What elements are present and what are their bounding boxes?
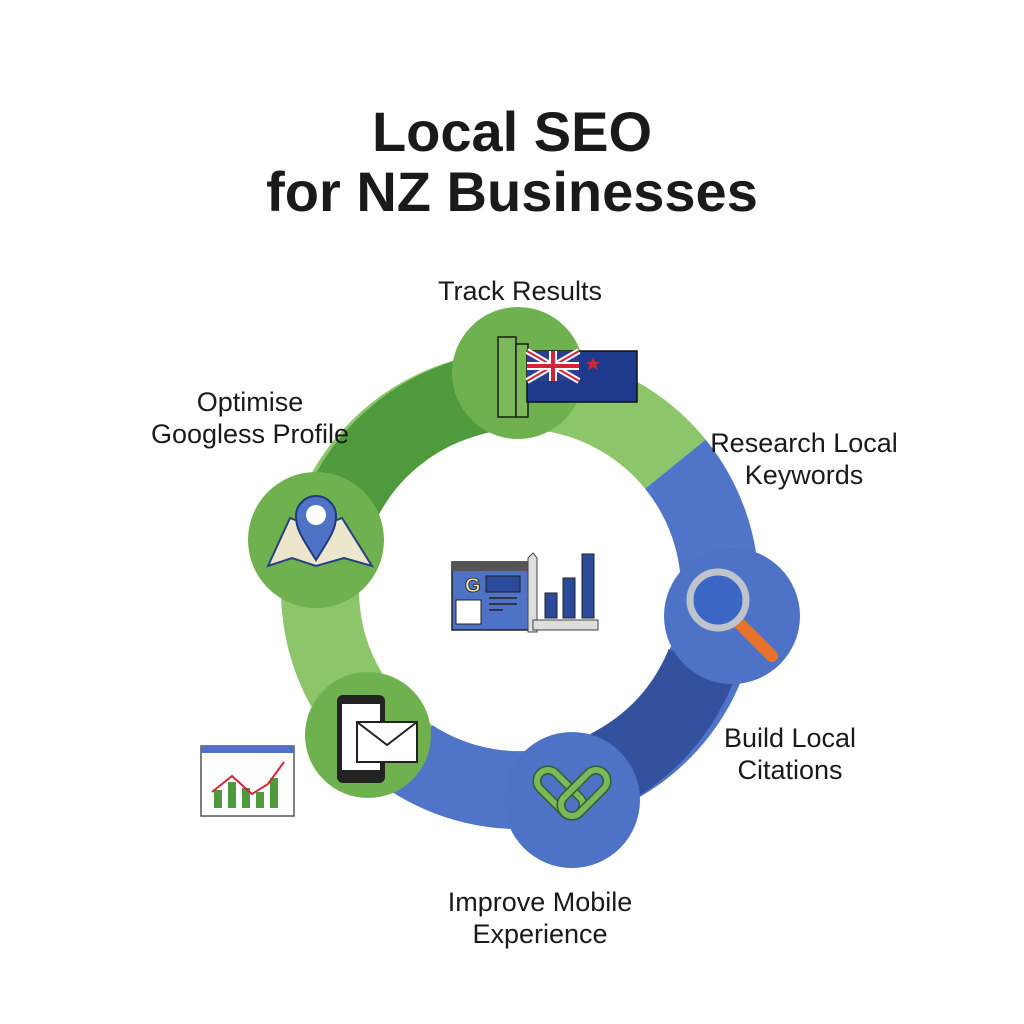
title-line-1: Local SEO [371, 100, 653, 163]
title-line-2: for NZ Businesses [266, 160, 758, 223]
step-label-track-results: Track Results [437, 276, 603, 306]
magnifier-icon [664, 548, 800, 684]
map-pin-icon [248, 472, 384, 608]
growth-chart-icon [200, 745, 295, 817]
svg-text:G: G [465, 575, 481, 597]
chain-link-icon [504, 732, 640, 868]
nz-flag-icon [452, 307, 638, 439]
phone-mail-icon [305, 672, 431, 798]
center-website-analytics-icon: G [451, 552, 599, 633]
